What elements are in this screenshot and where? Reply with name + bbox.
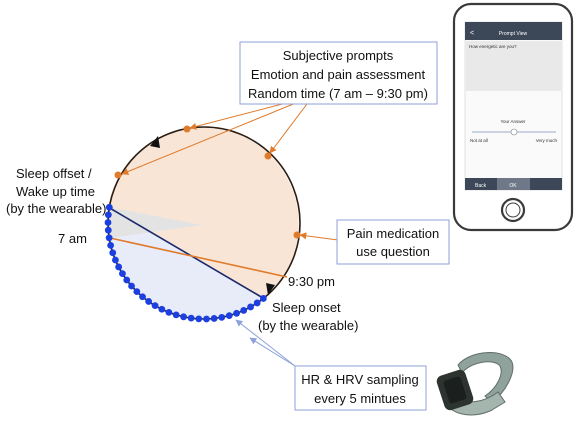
ok-button[interactable] [497, 178, 530, 190]
sampling-dot [180, 313, 187, 321]
awake-period-region [108, 127, 299, 298]
sampling-dot [172, 311, 180, 319]
seven-am-label: 7 am [58, 231, 87, 246]
ok-button-label: OK [509, 183, 517, 189]
phone-home-button-inner [505, 202, 521, 218]
sampling-dot [139, 293, 146, 301]
sampling-dot [105, 203, 113, 211]
phone-back-chevron[interactable]: < [470, 30, 474, 37]
sampling-dot [119, 270, 126, 278]
wake-sleep-chord [107, 206, 264, 299]
sampling-dot [107, 241, 115, 249]
sampling-dot [259, 295, 267, 302]
phone-header-title: Prompt View [499, 31, 528, 37]
prompts-label-line1: Subjective prompts [283, 48, 394, 63]
clockwise-arrow-right [266, 283, 275, 295]
sampling-dot [104, 226, 112, 234]
answer-slider-thumb[interactable] [510, 128, 518, 136]
wearable-band [436, 352, 514, 416]
sampling-callout-line [249, 337, 296, 367]
band-tracker-screen [443, 376, 467, 404]
sampling-dot [203, 315, 210, 323]
hr-sampling-dots [104, 203, 267, 323]
sampling-dot [158, 305, 166, 313]
prompt-dot [114, 171, 122, 179]
wake-label-line1: Sleep offset / [16, 166, 92, 181]
question-area [466, 41, 561, 91]
wake-to-seven-wedge [107, 207, 202, 238]
sampling-dot [151, 302, 159, 309]
sampling-dot [233, 309, 240, 317]
phone-header-bar [465, 22, 562, 40]
sampling-dot [123, 276, 131, 284]
sampling-dot [133, 288, 141, 295]
sampling-dot [104, 211, 112, 219]
sampling-dot [218, 313, 226, 321]
medication-label-line1: Pain medication [347, 226, 440, 241]
sleep-onset-label-line2: (by the wearable) [258, 318, 358, 333]
prompt-dot [264, 152, 272, 160]
sampling-callout-line [235, 319, 296, 367]
sampling-label-line1: HR & HRV sampling [301, 372, 419, 387]
prompt-dot [183, 125, 191, 133]
sampling-dot [128, 282, 135, 290]
medication-dot [293, 231, 301, 239]
sampling-dot [105, 234, 113, 242]
sleep-onset-label-line1: Sleep onset [272, 300, 341, 315]
prompt-callout-line [121, 95, 314, 175]
sampling-dot [112, 256, 119, 264]
smartphone: < Prompt View How energetic are you? You… [452, 2, 574, 232]
answer-label: Your Answer [500, 119, 526, 124]
sampling-dot [145, 298, 153, 305]
question-text: How energetic are you? [469, 44, 517, 49]
prompts-label-line3: Random time (7 am – 9:30 pm) [248, 86, 428, 101]
phone-home-button[interactable] [500, 197, 526, 223]
back-button[interactable]: Back [475, 183, 487, 189]
sampling-dot [115, 263, 123, 271]
sampling-dot [240, 307, 248, 314]
scale-min-label: Not at all [470, 138, 488, 143]
medication-callout-line [299, 232, 339, 241]
sampling-dot [195, 315, 203, 323]
nine-thirty-pm-label: 9:30 pm [288, 274, 335, 289]
sampling-dot [210, 315, 218, 322]
sampling-dot [253, 299, 261, 307]
sampling-dot [225, 312, 233, 320]
sampling-dot [187, 314, 195, 322]
scale-max-label: Very much [536, 138, 558, 143]
wake-label-line2: Wake up time [16, 184, 95, 199]
sampling-callout-box [294, 365, 427, 411]
wake-label-line3: (by the wearable) [6, 201, 106, 216]
prompt-window-line [109, 237, 288, 278]
sampling-dot [109, 249, 117, 257]
prompt-callout-line [269, 95, 314, 154]
sampling-label-line2: every 5 mintues [314, 391, 406, 406]
clockwise-arrow-top [150, 136, 160, 148]
sampling-dot [247, 303, 254, 311]
sampling-dot [104, 219, 112, 226]
sampling-dot [165, 308, 173, 316]
medication-label-line2: use question [356, 244, 430, 259]
prompts-callout-box [239, 41, 438, 105]
sleep-period-region [106, 207, 263, 320]
medication-callout-box [336, 219, 450, 265]
prompts-label-line2: Emotion and pain assessment [251, 67, 426, 82]
